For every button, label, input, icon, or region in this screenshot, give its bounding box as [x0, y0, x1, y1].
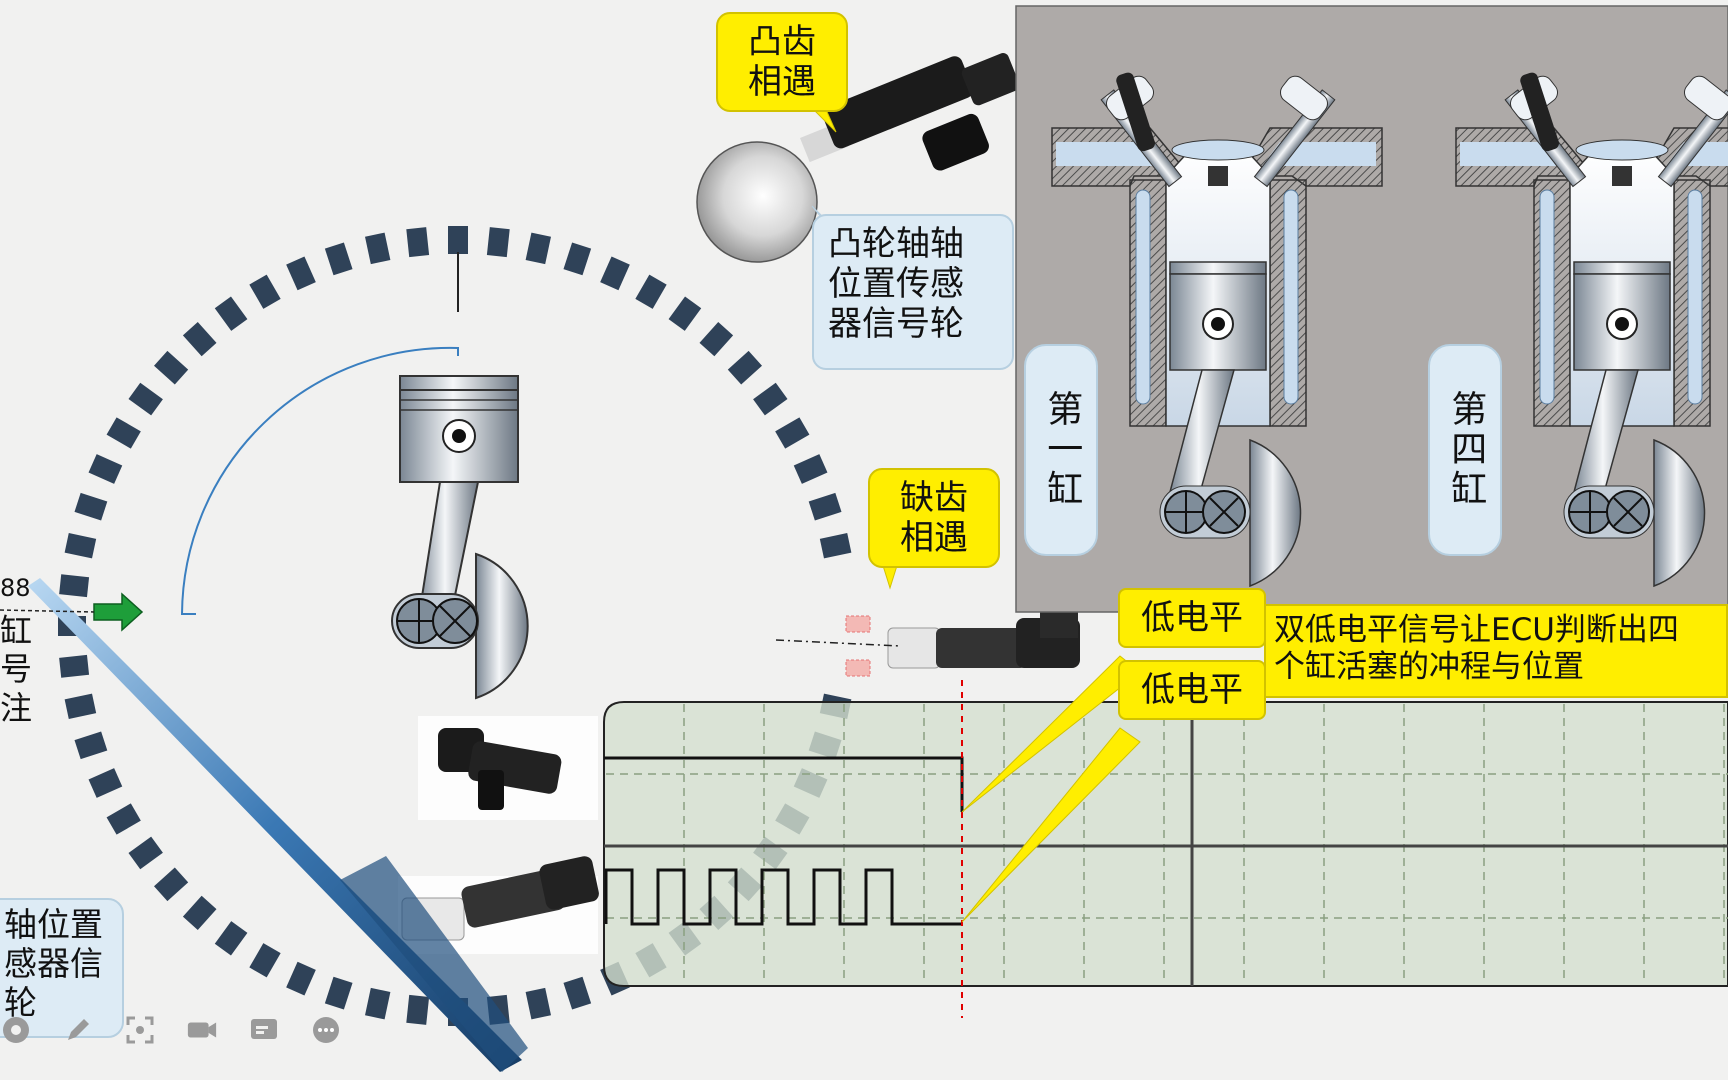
missing-tooth-marker-1	[845, 615, 871, 633]
left-partial-text: 缸 号 注	[0, 612, 33, 727]
camshaft-signal-wheel	[696, 141, 818, 263]
wheel-tooth	[324, 976, 353, 1010]
wheel-tooth	[59, 574, 90, 598]
wheel-tooth	[563, 242, 592, 276]
magic-wand-pointer	[28, 578, 528, 1072]
wheel-tooth	[88, 768, 123, 798]
wheel-tooth	[668, 296, 702, 331]
wheel-tooth	[525, 987, 551, 1020]
low-level-label-2: 低电平	[1118, 660, 1266, 720]
low-level-pointer-2	[961, 727, 1141, 923]
wheel-tooth	[64, 533, 97, 559]
wheel-tooth	[249, 943, 281, 978]
crank-signal-waveform	[604, 868, 962, 926]
wheel-tooth	[406, 227, 430, 258]
wheel-tooth	[525, 232, 551, 265]
wheel-tooth	[74, 731, 108, 760]
camshaft-wheel-callout: 凸轮轴轴 位置传感 器信号轮	[812, 214, 1014, 370]
wheel-tooth	[486, 227, 510, 258]
pen-icon[interactable]	[62, 1014, 94, 1046]
screenshot-icon[interactable]	[124, 1014, 156, 1046]
cylinder-4-diagram	[1455, 72, 1728, 588]
wheel-tooth	[448, 226, 468, 254]
wheel-tooth	[106, 417, 141, 449]
wheel-tooth	[753, 382, 788, 416]
wheel-tooth	[563, 976, 592, 1010]
wheel-tooth	[59, 654, 90, 678]
camera-icon[interactable]	[186, 1014, 218, 1046]
wheel-tooth	[808, 492, 842, 521]
wheel-tooth	[88, 454, 123, 484]
record-icon[interactable]	[0, 1014, 32, 1046]
wheel-tooth	[793, 454, 828, 484]
wheel-tooth	[249, 274, 281, 309]
wheel-tooth	[106, 803, 141, 835]
wheel-tooth	[182, 895, 217, 930]
camshaft-sensor-top	[800, 53, 1020, 171]
piston-crank-diagram	[391, 375, 529, 700]
ecu-note-callout: 双低电平信号让ECU判断出四 个缸活塞的冲程与位置	[1264, 604, 1728, 698]
left-partial-number: 88	[0, 574, 31, 602]
wheel-tooth	[286, 256, 316, 291]
subtitle-icon[interactable]	[248, 1014, 280, 1046]
wheel-tooth	[64, 693, 97, 719]
wheel-tooth	[182, 322, 217, 357]
more-icon[interactable]	[310, 1014, 342, 1046]
guide-arc	[180, 346, 459, 615]
wheel-tooth	[286, 961, 316, 996]
wheel-tooth	[406, 994, 430, 1025]
left-crank-callout: 轴位置 感器信 轮	[0, 898, 124, 1038]
missing-tooth-meet-callout: 缺齿 相遇	[868, 468, 1000, 568]
wheel-tooth	[775, 417, 810, 449]
wheel-tooth	[365, 987, 391, 1020]
low-level-label-1: 低电平	[1118, 588, 1266, 648]
wheel-tooth	[324, 242, 353, 276]
player-toolbar	[0, 1010, 342, 1050]
wheel-tooth	[819, 533, 852, 559]
wheel-tooth	[699, 322, 734, 357]
crankshaft-sensor-right	[887, 610, 1080, 669]
wheel-tooth	[365, 232, 391, 265]
left-dash-line	[0, 609, 95, 613]
green-arrow-icon	[93, 592, 144, 632]
wheel-tooth	[154, 350, 189, 385]
wheel-tooth	[154, 867, 189, 902]
oscilloscope-panel	[603, 701, 1728, 987]
wheel-tooth	[74, 492, 108, 521]
wheel-tooth	[635, 274, 667, 309]
cylinder-1-diagram	[1051, 72, 1383, 588]
wheel-tooth	[128, 836, 163, 870]
cylinder-4-label: 第四缸	[1428, 344, 1502, 556]
missing-tooth-marker-2	[845, 659, 871, 677]
wheel-tooth	[128, 382, 163, 416]
wheel-tooth	[214, 921, 248, 956]
cam-tooth-meet-callout: 凸齿 相遇	[716, 12, 848, 112]
sensor-axis-line	[775, 639, 901, 647]
cylinder-1-label: 第一缸	[1024, 344, 1098, 556]
wheel-tooth	[214, 296, 248, 331]
wheel-tooth	[727, 350, 762, 385]
camshaft-sensor-photo	[418, 716, 598, 820]
wheel-tooth	[600, 256, 630, 291]
